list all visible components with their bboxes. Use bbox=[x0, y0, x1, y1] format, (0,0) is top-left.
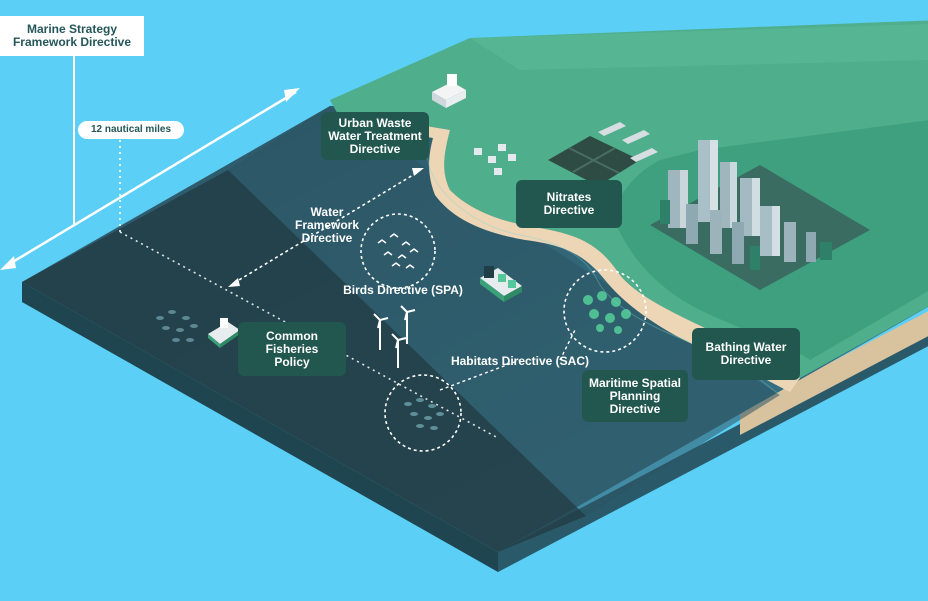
bathing-water-label: Bathing Water Directive bbox=[692, 328, 800, 380]
habitats-area-circle bbox=[563, 269, 647, 353]
farm-fields bbox=[548, 122, 658, 186]
nitrates-label: Nitrates Directive bbox=[516, 180, 622, 228]
block-left-wall bbox=[22, 282, 498, 572]
msfd-arrow-head-right bbox=[284, 88, 300, 102]
fishing-boat bbox=[208, 318, 240, 348]
birds-area-circle bbox=[360, 213, 436, 289]
maritime-spatial-label: Maritime Spatial Planning Directive bbox=[582, 370, 688, 422]
water-framework-label: Water Framework Directive bbox=[294, 205, 360, 245]
habitats-leader-line bbox=[439, 359, 521, 391]
block-front-wall-sand bbox=[740, 311, 928, 435]
birds-directive-label: Birds Directive (SPA) bbox=[343, 283, 463, 297]
beach-sand bbox=[332, 118, 800, 392]
seagrass-icons bbox=[583, 291, 631, 334]
msfd-title-box: Marine Strategy Framework Directive bbox=[0, 16, 144, 56]
habitats-directive-label: Habitats Directive (SAC) bbox=[450, 354, 590, 368]
cargo-ship bbox=[480, 266, 522, 302]
msfd-extent-arrow bbox=[5, 90, 297, 268]
wind-turbines bbox=[373, 305, 416, 368]
treatment-plant-building bbox=[432, 74, 466, 108]
fishing-ground-fish bbox=[156, 310, 198, 342]
land-inner-shade bbox=[470, 24, 928, 70]
msfd-title-line2: Framework Directive bbox=[12, 35, 132, 49]
wf-arrow-head-left bbox=[228, 278, 240, 287]
fisheries-policy-label: Common Fisheries Policy bbox=[238, 322, 346, 376]
fish-area-circle bbox=[384, 374, 462, 452]
urban-waste-label: Urban Waste Water Treatment Directive bbox=[321, 112, 429, 160]
wf-arrow-head-right bbox=[412, 168, 424, 176]
city-skyline bbox=[650, 140, 870, 290]
nautical-miles-badge: 12 nautical miles bbox=[78, 121, 184, 139]
msfd-arrow-head-left bbox=[0, 256, 16, 270]
birds-icons bbox=[377, 233, 419, 269]
village-houses bbox=[474, 144, 516, 175]
msfd-title-line1: Marine Strategy bbox=[26, 22, 118, 36]
fish-school-icons bbox=[404, 398, 444, 430]
